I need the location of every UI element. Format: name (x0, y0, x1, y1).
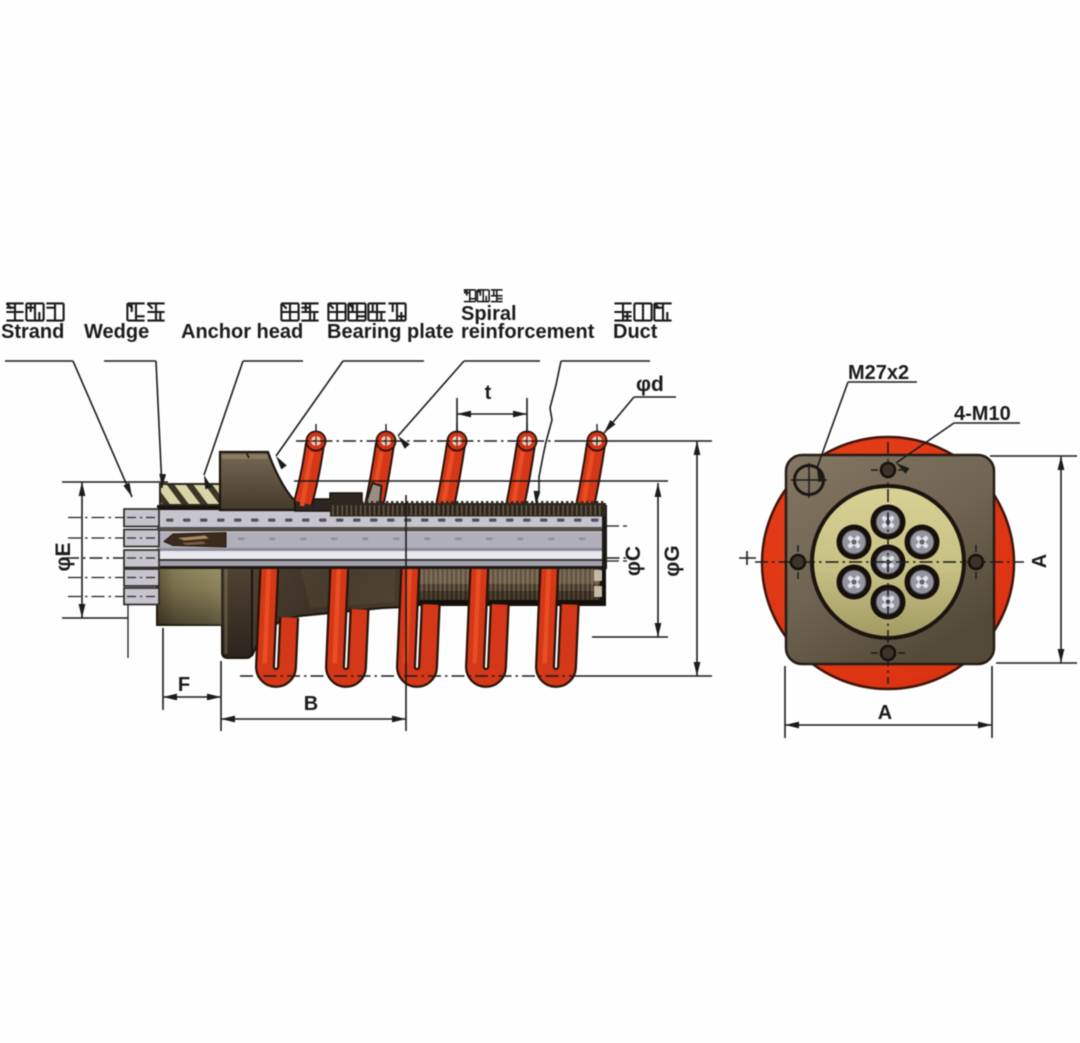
svg-text:Strand: Strand (1, 321, 64, 343)
svg-text:F: F (178, 674, 190, 696)
svg-text:Duct: Duct (613, 321, 658, 343)
svg-text:t: t (485, 382, 492, 404)
svg-text:M27x2: M27x2 (848, 362, 909, 384)
svg-text:A: A (1029, 554, 1051, 568)
svg-text:φd: φd (636, 373, 664, 396)
svg-text:4-M10: 4-M10 (954, 403, 1011, 425)
svg-text:φG: φG (661, 545, 684, 576)
svg-text:Anchor head: Anchor head (181, 321, 303, 343)
svg-text:Spiral: Spiral (461, 303, 517, 325)
svg-text:φC: φC (622, 546, 645, 576)
svg-text:B: B (304, 693, 318, 715)
svg-text:φE: φE (52, 542, 75, 571)
svg-text:A: A (878, 702, 892, 724)
svg-text:reinforcement: reinforcement (461, 321, 595, 343)
svg-text:Bearing plate: Bearing plate (327, 321, 454, 343)
svg-text:Wedge: Wedge (84, 321, 149, 343)
